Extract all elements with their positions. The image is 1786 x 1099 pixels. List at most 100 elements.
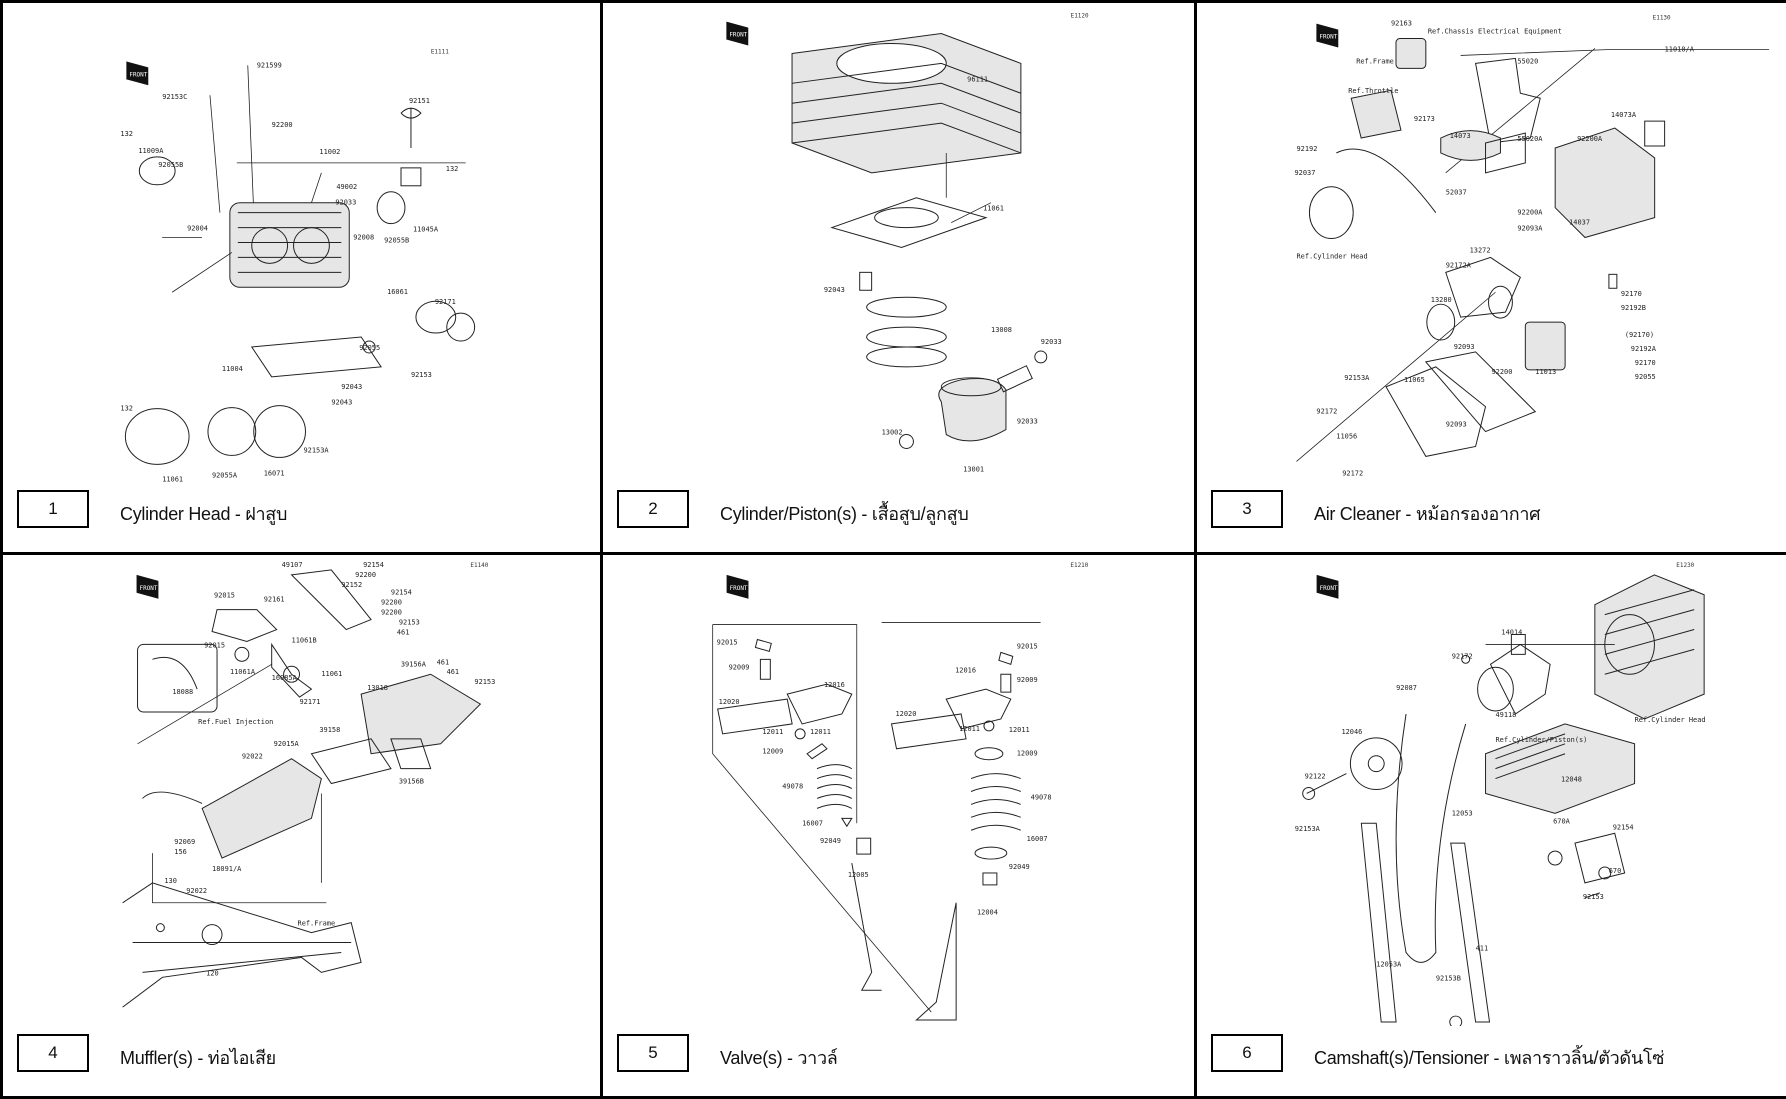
front-arrow-icon: FRONT bbox=[1316, 574, 1339, 599]
svg-text:16071: 16071 bbox=[264, 469, 285, 477]
svg-text:11061: 11061 bbox=[983, 205, 1004, 213]
svg-text:11061A: 11061A bbox=[230, 668, 256, 676]
svg-text:12011: 12011 bbox=[762, 728, 783, 736]
svg-text:FRONT: FRONT bbox=[129, 71, 147, 78]
panel-cylinder-piston[interactable]: FRONT E1120 96111 11061 92043 13008 bbox=[600, 0, 1197, 555]
panel-caption: 2 Cylinder/Piston(s) - เสื้อสูบ/ลูกสูบ bbox=[603, 482, 1194, 552]
panel-camshaft-tensioner[interactable]: FRONT E1230 14014 bbox=[1194, 552, 1786, 1099]
front-arrow-icon: FRONT bbox=[726, 21, 749, 46]
svg-text:52037: 52037 bbox=[1446, 189, 1467, 197]
svg-text:12053A: 12053A bbox=[1376, 960, 1402, 968]
svg-text:92037: 92037 bbox=[1295, 169, 1316, 177]
svg-text:39156B: 39156B bbox=[399, 778, 424, 786]
svg-text:92049: 92049 bbox=[820, 837, 841, 845]
svg-text:461: 461 bbox=[397, 628, 410, 636]
svg-text:Ref.Cylinder Head: Ref.Cylinder Head bbox=[1296, 252, 1367, 260]
svg-text:130: 130 bbox=[164, 877, 177, 885]
svg-text:92022: 92022 bbox=[186, 887, 207, 895]
svg-text:14073A: 14073A bbox=[1611, 111, 1637, 119]
panel-title[interactable]: Muffler(s) - ท่อไอเสีย bbox=[120, 1048, 276, 1068]
svg-text:92200: 92200 bbox=[381, 609, 402, 617]
svg-text:92173: 92173 bbox=[1414, 115, 1435, 123]
svg-text:39158: 39158 bbox=[319, 726, 340, 734]
svg-text:92153: 92153 bbox=[411, 371, 432, 379]
svg-text:92055: 92055 bbox=[1635, 373, 1656, 381]
svg-text:E1210: E1210 bbox=[1070, 562, 1088, 569]
svg-text:92171: 92171 bbox=[435, 298, 456, 306]
svg-text:11013: 11013 bbox=[1535, 368, 1556, 376]
panel-cylinder-head[interactable]: FRONT E1111 921599 92153C 9220 bbox=[0, 0, 603, 555]
svg-text:92004: 92004 bbox=[187, 225, 208, 233]
svg-text:E1130: E1130 bbox=[1653, 15, 1671, 22]
panel-number: 4 bbox=[17, 1034, 89, 1072]
cylinder-piston-diagram: FRONT E1120 96111 11061 92043 13008 bbox=[726, 13, 1089, 473]
svg-text:12009: 12009 bbox=[762, 748, 783, 756]
svg-text:132: 132 bbox=[120, 405, 133, 413]
svg-text:55020: 55020 bbox=[1517, 57, 1538, 65]
svg-text:(92170): (92170) bbox=[1625, 331, 1654, 339]
svg-text:92153B: 92153B bbox=[1436, 974, 1461, 982]
svg-text:92154: 92154 bbox=[391, 589, 412, 597]
front-arrow-icon: FRONT bbox=[1316, 23, 1339, 48]
svg-text:92192: 92192 bbox=[1296, 145, 1317, 153]
svg-text:E1120: E1120 bbox=[1071, 13, 1089, 20]
svg-text:16007: 16007 bbox=[1027, 835, 1048, 843]
cylinder-head-diagram: FRONT E1111 921599 92153C 9220 bbox=[120, 48, 476, 482]
panel-muffler[interactable]: FRONT E1140 49107 92154 92200 bbox=[0, 552, 603, 1099]
panel-caption: 4 Muffler(s) - ท่อไอเสีย bbox=[3, 1026, 600, 1096]
svg-text:13001: 13001 bbox=[963, 465, 984, 473]
svg-text:92055B: 92055B bbox=[384, 237, 409, 245]
svg-text:FRONT: FRONT bbox=[140, 585, 158, 592]
svg-text:92200: 92200 bbox=[355, 571, 376, 579]
svg-text:921599: 921599 bbox=[257, 61, 282, 69]
svg-text:12005: 12005 bbox=[848, 871, 869, 879]
panel-caption: 3 Air Cleaner - หม้อกรองอากาศ bbox=[1197, 482, 1786, 552]
front-arrow-icon: FRONT bbox=[126, 61, 149, 86]
svg-text:92153: 92153 bbox=[399, 619, 420, 627]
svg-text:92153C: 92153C bbox=[162, 93, 187, 101]
svg-text:13018: 13018 bbox=[367, 684, 388, 692]
svg-text:FRONT: FRONT bbox=[729, 32, 747, 39]
svg-text:13272: 13272 bbox=[1470, 246, 1491, 254]
svg-text:Ref.Chassis Electrical Equipme: Ref.Chassis Electrical Equipment bbox=[1428, 28, 1562, 36]
panel-title[interactable]: Camshaft(s)/Tensioner - เพลาราวลิ้น/ตัวด… bbox=[1314, 1048, 1665, 1068]
panel-air-cleaner[interactable]: FRONT E1130 92163 Ref.Chassis Electrical… bbox=[1194, 0, 1786, 555]
panel-title[interactable]: Valve(s) - วาวล์ bbox=[720, 1048, 838, 1068]
panel-title[interactable]: Cylinder Head - ฝาสูบ bbox=[120, 504, 288, 524]
svg-text:92008: 92008 bbox=[353, 234, 374, 242]
svg-text:Ref.Cylinder Head: Ref.Cylinder Head bbox=[1635, 716, 1706, 724]
muffler-diagram: FRONT E1140 49107 92154 92200 bbox=[122, 561, 495, 1008]
svg-text:92153: 92153 bbox=[474, 678, 495, 686]
front-arrow-icon: FRONT bbox=[136, 574, 159, 599]
svg-text:411: 411 bbox=[1476, 944, 1489, 952]
svg-text:12020: 12020 bbox=[719, 698, 740, 706]
valves-diagram: FRONT E1210 92015 bbox=[712, 562, 1089, 1021]
svg-text:92093A: 92093A bbox=[1517, 225, 1543, 233]
svg-text:13002: 13002 bbox=[882, 429, 903, 437]
svg-text:13280: 13280 bbox=[1431, 296, 1452, 304]
svg-text:11010/A: 11010/A bbox=[1665, 45, 1695, 53]
svg-text:92152: 92152 bbox=[341, 581, 362, 589]
svg-text:92192A: 92192A bbox=[1631, 345, 1657, 353]
svg-text:92093: 92093 bbox=[1454, 343, 1475, 351]
svg-text:132: 132 bbox=[446, 165, 459, 173]
svg-text:92015: 92015 bbox=[717, 638, 738, 646]
svg-text:92172A: 92172A bbox=[1446, 261, 1472, 269]
panel-valves[interactable]: FRONT E1210 92015 bbox=[600, 552, 1197, 1099]
svg-text:16061: 16061 bbox=[387, 288, 408, 296]
svg-text:14037: 14037 bbox=[1569, 219, 1590, 227]
svg-text:92122: 92122 bbox=[1305, 773, 1326, 781]
panel-title[interactable]: Cylinder/Piston(s) - เสื้อสูบ/ลูกสูบ bbox=[720, 504, 969, 524]
svg-text:11065: 11065 bbox=[1404, 376, 1425, 384]
panel-title[interactable]: Air Cleaner - หม้อกรองอากาศ bbox=[1314, 504, 1541, 524]
panel-caption: 6 Camshaft(s)/Tensioner - เพลาราวลิ้น/ตั… bbox=[1197, 1026, 1786, 1096]
svg-text:12004: 12004 bbox=[977, 909, 998, 917]
svg-text:670A: 670A bbox=[1553, 817, 1571, 825]
svg-text:Ref.Frame: Ref.Frame bbox=[1356, 57, 1394, 65]
svg-text:92043: 92043 bbox=[331, 399, 352, 407]
svg-text:92069: 92069 bbox=[174, 838, 195, 846]
air-cleaner-diagram: FRONT E1130 92163 Ref.Chassis Electrical… bbox=[1295, 15, 1770, 477]
svg-text:92154: 92154 bbox=[363, 561, 384, 569]
svg-text:92200: 92200 bbox=[381, 599, 402, 607]
